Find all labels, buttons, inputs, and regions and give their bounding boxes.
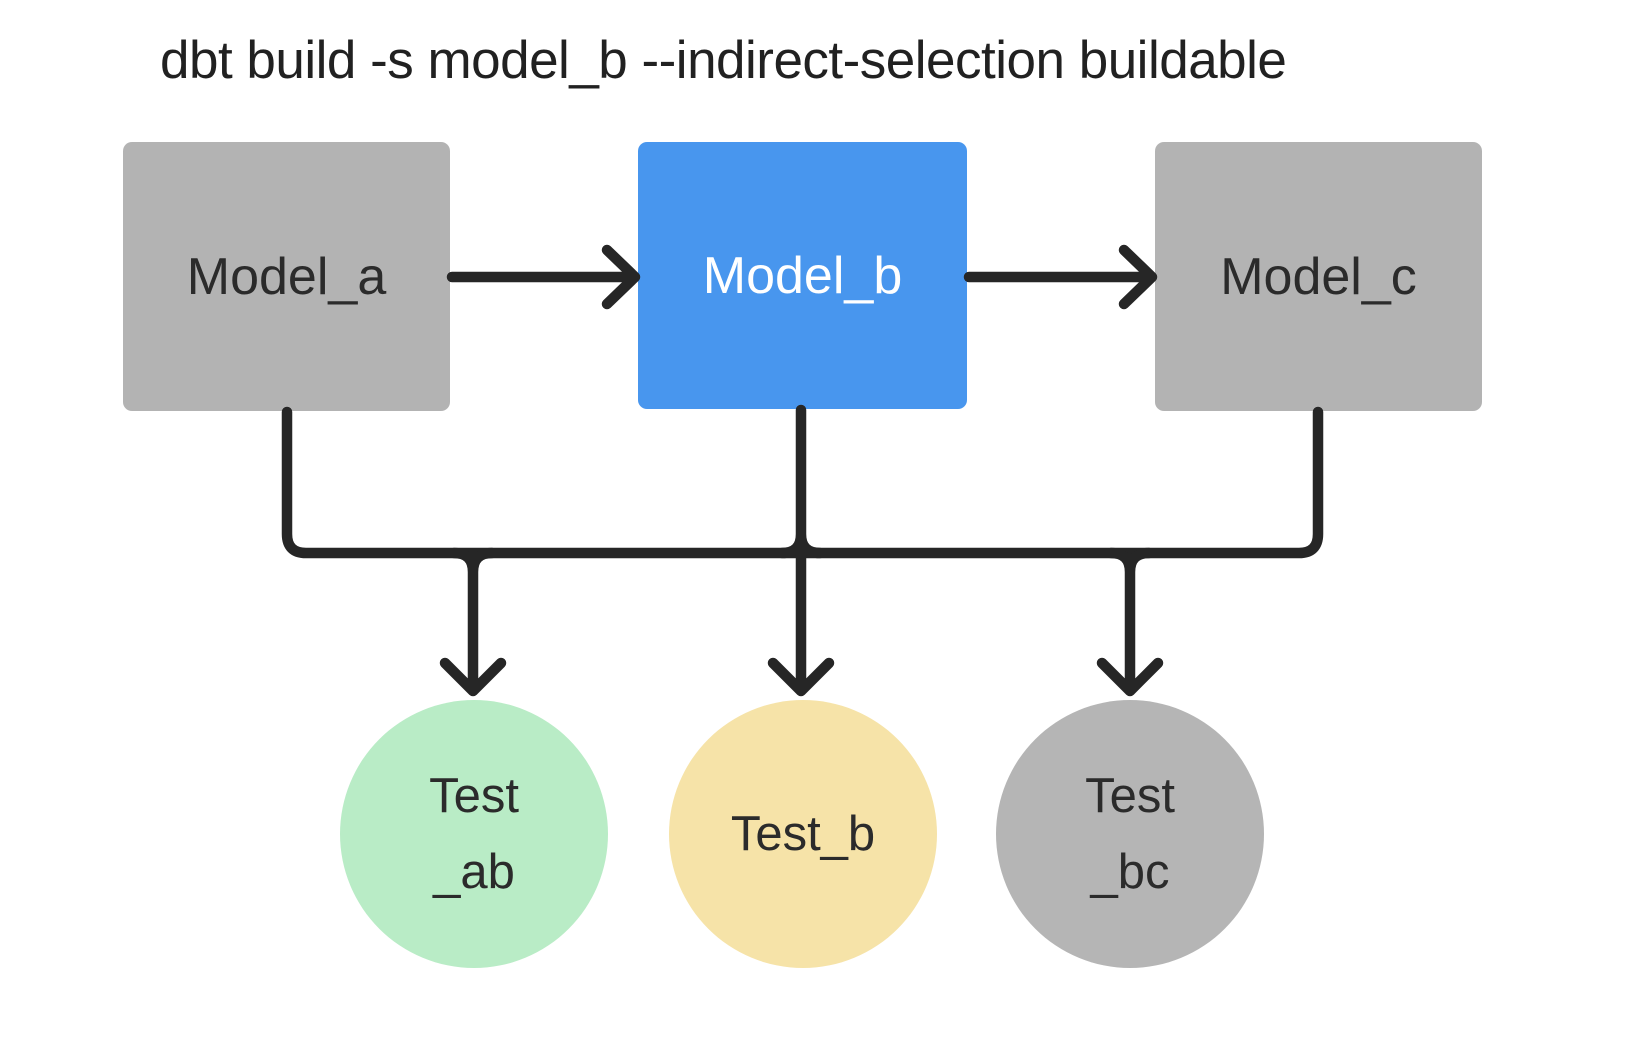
edge-bus-to-test-ab	[439, 547, 507, 697]
model-c-box	[1155, 142, 1482, 411]
model-a-box	[123, 142, 450, 411]
model-b-box	[638, 142, 967, 409]
test-ab-circle	[340, 700, 608, 968]
diagram-title: dbt build -s model_b --indirect-selectio…	[160, 31, 1287, 90]
edge-model-a-to-model-b	[446, 244, 641, 310]
connectors	[281, 244, 1324, 697]
test-b-circle	[669, 700, 937, 968]
edge-model-b-to-test-b	[767, 404, 835, 697]
edge-model-b-to-model-c	[963, 244, 1158, 310]
edge-bus-to-test-bc	[1096, 547, 1164, 697]
test-bc-circle	[996, 700, 1264, 968]
